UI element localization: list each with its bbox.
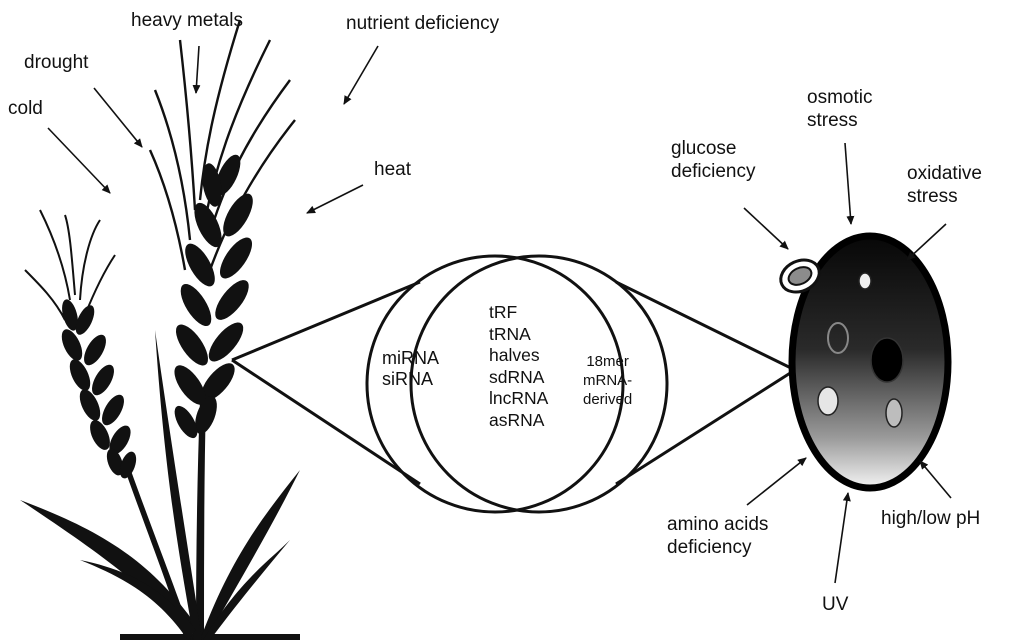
label-osmotic-line2: stress (807, 109, 872, 132)
venn-center-item: lncRNA (489, 388, 548, 410)
venn-center-item: halves (489, 345, 548, 367)
label-oxidative-line1: oxidative (907, 162, 982, 185)
arrow-amino-acids-deficiency (747, 458, 806, 505)
venn-left-list: miRNA siRNA (382, 348, 439, 390)
label-high-low-ph: high/low pH (881, 507, 980, 530)
arrow-glucose-deficiency (744, 208, 788, 249)
arrow-heat (307, 185, 363, 213)
label-drought: drought (24, 51, 88, 74)
venn-right-item: derived (583, 390, 632, 409)
label-osmotic-line1: osmotic (807, 86, 872, 109)
label-glucose-deficiency: glucose deficiency (671, 137, 756, 183)
arrow-cold (48, 128, 110, 193)
arrow-drought (94, 88, 142, 147)
connector-line-cell-top (616, 282, 795, 370)
organelle-small-white (859, 273, 871, 289)
nucleus (871, 338, 903, 382)
venn-left-item: siRNA (382, 369, 439, 390)
label-heat: heat (374, 158, 411, 181)
label-uv: UV (822, 593, 848, 616)
label-amino-line1: amino acids (667, 513, 768, 536)
organelle-grey (886, 399, 902, 427)
yeast-cell-icon (776, 236, 948, 488)
label-glucose-line1: glucose (671, 137, 756, 160)
label-glucose-line2: deficiency (671, 160, 756, 183)
label-amino-acids-deficiency: amino acids deficiency (667, 513, 768, 559)
label-amino-line2: deficiency (667, 536, 768, 559)
venn-right-item: 18mer (583, 352, 632, 371)
venn-right-list: 18mer mRNA- derived (583, 352, 632, 409)
venn-center-item: tRF (489, 302, 548, 324)
arrow-oxidative-stress (907, 224, 946, 260)
venn-left-item: miRNA (382, 348, 439, 369)
organelle-white (818, 387, 838, 415)
venn-right-item: mRNA- (583, 371, 632, 390)
venn-center-list: tRF tRNA halves sdRNA lncRNA asRNA (489, 302, 548, 431)
wheat-plant-icon (20, 20, 300, 640)
venn-center-item: sdRNA (489, 367, 548, 389)
arrow-nutrient-deficiency (344, 46, 378, 104)
venn-center-item: tRNA (489, 324, 548, 346)
connector-line-cell-bottom (616, 370, 795, 484)
label-heavy-metals: heavy metals (131, 9, 243, 32)
label-oxidative-stress: oxidative stress (907, 162, 982, 208)
arrow-heavy-metals (196, 46, 199, 93)
arrow-ph (920, 461, 951, 498)
arrow-uv (835, 493, 848, 583)
label-nutrient-deficiency: nutrient deficiency (346, 12, 499, 35)
arrow-osmotic-stress (845, 143, 851, 224)
venn-center-item: asRNA (489, 410, 548, 432)
label-cold: cold (8, 97, 43, 120)
label-osmotic-stress: osmotic stress (807, 86, 872, 132)
label-oxidative-line2: stress (907, 185, 982, 208)
